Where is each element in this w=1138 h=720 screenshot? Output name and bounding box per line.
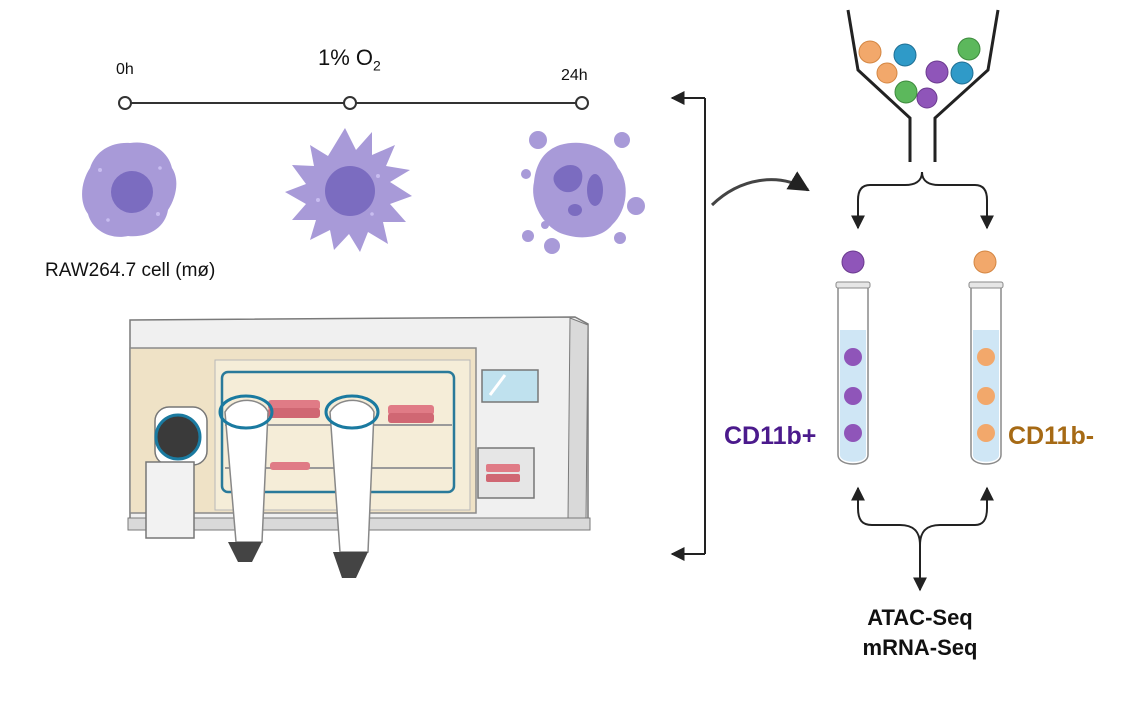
atac-seq-label: ATAC-Seq [867,605,973,630]
timeline [118,96,589,110]
tube-cd11b-positive [835,281,871,465]
oxygen-condition-subscript: 2 [373,57,381,74]
timeline-start-label: 0h [116,61,134,78]
sequencing-assays: ATAC-Seq mRNA-Seq [840,603,1000,663]
timeline-end-label: 24h [561,67,588,84]
hypoxia-chamber [127,316,591,578]
cell-sorting-funnel [846,9,1000,162]
cell-line-label: RAW264.7 cell (mø) [45,260,216,281]
timeline-end-node [575,96,589,110]
cd11b-negative-label: CD11b- [1008,422,1095,450]
oxygen-condition-label: 1% O2 [318,45,381,73]
cd11b-positive-cell [841,250,865,274]
macrophage-activated [285,128,412,252]
timeline-mid-node [343,96,357,110]
timeline-start-node [118,96,132,110]
bracket-arrows [670,91,810,561]
cd11b-negative-cell [973,250,997,274]
tube-cd11b-negative [968,281,1004,465]
cd11b-positive-label: CD11b+ [724,422,817,450]
merge-arrows [851,486,994,592]
macrophage-resting [82,142,177,237]
mrna-seq-label: mRNA-Seq [862,635,978,660]
split-arrows [851,171,994,230]
macrophage-apoptotic [521,131,645,254]
oxygen-condition-text: 1% O [318,45,374,70]
